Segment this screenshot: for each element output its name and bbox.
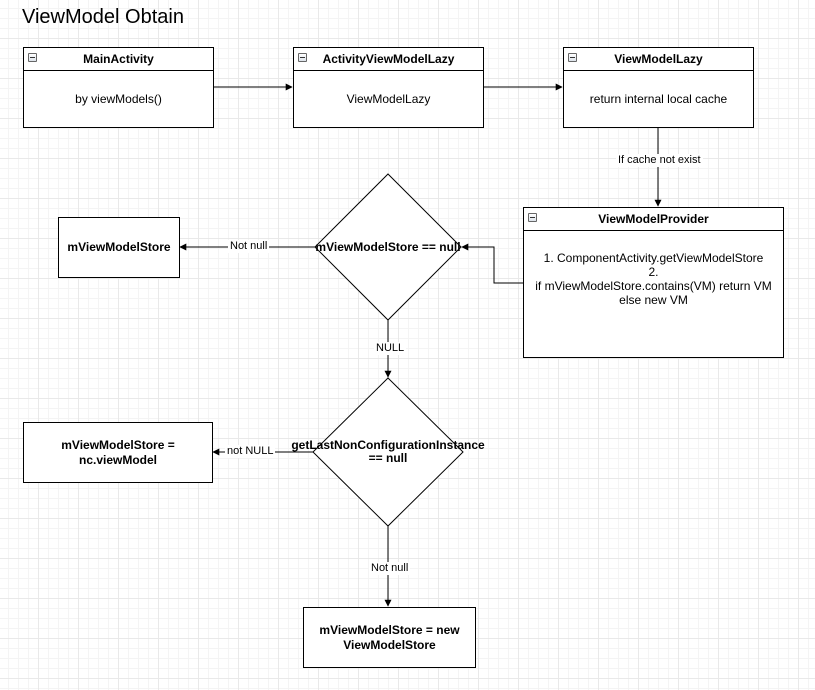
- vm-lazy-box[interactable]: ViewModelLazy return internal local cach…: [563, 47, 754, 128]
- collapse-icon[interactable]: [298, 53, 307, 62]
- store-result-text: mViewModelStore: [67, 240, 171, 254]
- diagram-title: ViewModel Obtain: [22, 6, 184, 28]
- vm-provider-body: 1. ComponentActivity.getViewModelStore 2…: [524, 230, 783, 357]
- vm-provider-line: 2.: [648, 264, 659, 279]
- main-activity-header: MainActivity: [24, 48, 213, 71]
- nc-result-box[interactable]: mViewModelStore = nc.viewModel: [23, 422, 213, 483]
- collapse-icon[interactable]: [528, 213, 537, 222]
- new-store-line: ViewModelStore: [343, 637, 436, 652]
- nc-result-line: nc.viewModel: [78, 452, 158, 467]
- main-activity-title: MainActivity: [83, 52, 154, 66]
- vm-lazy-title: ViewModelLazy: [614, 52, 703, 66]
- vm-provider-line: 1. ComponentActivity.getViewModelStore: [543, 250, 764, 265]
- activity-vm-lazy-body: ViewModelLazy: [346, 91, 431, 106]
- edge-label-cache-missing: If cache not exist: [616, 154, 703, 167]
- decision-store-null-label: mViewModelStore == null: [315, 240, 461, 254]
- decision-nc-null-label: getLastNonConfigurationInstance == null: [288, 439, 488, 465]
- edge-label-nc-not-null: not NULL: [225, 445, 276, 458]
- new-store-box[interactable]: mViewModelStore = new ViewModelStore: [303, 607, 476, 668]
- activity-vm-lazy-box[interactable]: ActivityViewModelLazy ViewModelLazy: [293, 47, 484, 128]
- new-store-line: mViewModelStore = new: [319, 622, 460, 637]
- vm-provider-header: ViewModelProvider: [524, 208, 783, 231]
- vm-provider-box[interactable]: ViewModelProvider 1. ComponentActivity.g…: [523, 207, 784, 358]
- store-result-box[interactable]: mViewModelStore: [58, 217, 180, 278]
- collapse-icon[interactable]: [28, 53, 37, 62]
- decision-nc-null-line: == null: [368, 451, 408, 465]
- edge-label-store-null: NULL: [374, 342, 407, 355]
- decision-nc-null-line: getLastNonConfigurationInstance: [291, 438, 485, 452]
- vm-lazy-body: return internal local cache: [589, 91, 728, 106]
- vm-provider-title: ViewModelProvider: [598, 212, 709, 226]
- vm-provider-line: else new VM: [619, 292, 688, 307]
- main-activity-box[interactable]: MainActivity by viewModels(): [23, 47, 214, 128]
- collapse-icon[interactable]: [568, 53, 577, 62]
- activity-vm-lazy-title: ActivityViewModelLazy: [322, 52, 455, 66]
- edge-label-store-not-null: Not null: [228, 240, 270, 253]
- edge-provider-to-decision: [461, 243, 524, 284]
- vm-provider-line: if mViewModelStore.contains(VM) return V…: [535, 278, 772, 293]
- main-activity-body: by viewModels(): [75, 91, 162, 106]
- nc-result-line: mViewModelStore =: [61, 437, 175, 452]
- vm-lazy-header: ViewModelLazy: [564, 48, 753, 71]
- edge-label-nc-null: Not null: [369, 562, 411, 575]
- activity-vm-lazy-header: ActivityViewModelLazy: [294, 48, 483, 71]
